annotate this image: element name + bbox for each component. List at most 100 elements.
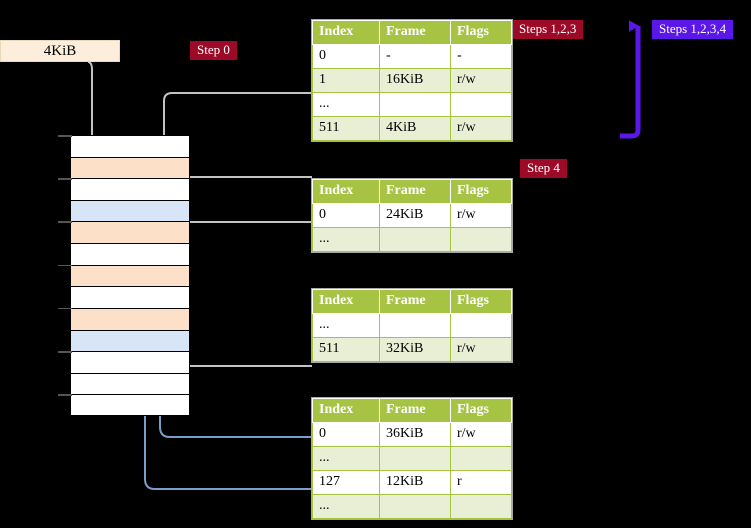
table-cell: 1: [312, 68, 380, 93]
table-cell: [379, 227, 451, 252]
memory-tick: [58, 351, 72, 353]
memory-row: [70, 307, 190, 330]
memory-row: [70, 178, 190, 200]
column-header-flags: Flags: [450, 398, 512, 423]
memory-row: [70, 243, 190, 265]
memory-row: [70, 329, 190, 352]
table-cell: r/w: [450, 116, 512, 141]
table-cell: ...: [312, 92, 380, 117]
column-header-flags: Flags: [450, 289, 512, 314]
table-cell: [450, 494, 512, 519]
memory-tick: [58, 307, 72, 310]
memory-column-ticks: [58, 135, 72, 416]
table-cell: 511: [312, 116, 380, 141]
table-row: ...: [312, 446, 512, 471]
table-cell: [379, 313, 451, 338]
table-cell: -: [379, 44, 451, 69]
table-cell: r/w: [450, 422, 512, 447]
wire-level2: [173, 221, 312, 266]
table-cell: 36KiB: [379, 422, 451, 447]
badge-step-4-label: Step 4: [527, 160, 560, 175]
table-cell: 0: [312, 203, 380, 228]
memory-row: [70, 372, 190, 395]
table-row: ...: [312, 227, 512, 252]
table-row: ...: [312, 313, 512, 338]
table-row: ...: [312, 92, 512, 117]
badge-step-0: Step 0: [190, 41, 237, 60]
table-cell: [450, 92, 512, 117]
table-cell: 0: [312, 422, 380, 447]
badge-step-4: Step 4: [520, 159, 567, 178]
column-header-frame: Frame: [379, 289, 451, 314]
badge-step-0-label: Step 0: [197, 42, 230, 57]
column-header-index: Index: [312, 179, 380, 204]
black-connectors: [190, 145, 312, 367]
table-cell: [450, 313, 512, 338]
memory-row: [70, 135, 190, 157]
table-cell: 24KiB: [379, 203, 451, 228]
memory-row: [70, 351, 190, 373]
column-header-index: Index: [312, 289, 380, 314]
column-header-index: Index: [312, 398, 380, 423]
table-cell: r/w: [450, 203, 512, 228]
table-cell: r/w: [450, 68, 512, 93]
table-cell: 32KiB: [379, 337, 451, 362]
memory-tick: [58, 264, 72, 267]
table-cell: ...: [312, 446, 380, 471]
table-cell: ...: [312, 313, 380, 338]
table-cell: r: [450, 470, 512, 495]
memory-row: [70, 394, 190, 416]
table-cell: [379, 446, 451, 471]
table-cell: 4KiB: [379, 116, 451, 141]
memory-row: [70, 156, 190, 179]
table-cell: 511: [312, 337, 380, 362]
table-row: ...: [312, 494, 512, 519]
table-cell: ...: [312, 227, 380, 252]
badge-steps-1234-label: Steps 1,2,3,4: [659, 21, 727, 36]
size-box-4kib: 4KiB: [0, 40, 120, 62]
column-header-frame: Frame: [379, 20, 451, 45]
badge-steps-123-label: Steps 1,2,3: [519, 21, 577, 36]
memory-tick: [58, 178, 72, 180]
table-cell: 16KiB: [379, 68, 451, 93]
memory-tick: [58, 135, 72, 137]
table-cell: [379, 92, 451, 117]
table-cell: 127: [312, 470, 380, 495]
column-header-flags: Flags: [450, 20, 512, 45]
table-cell: 12KiB: [379, 470, 451, 495]
table-cell: -: [450, 44, 512, 69]
memory-row: [70, 221, 190, 244]
column-header-frame: Frame: [379, 398, 451, 423]
size-box-label: 4KiB: [43, 43, 77, 59]
badge-steps-1234: Steps 1,2,3,4: [652, 20, 734, 39]
memory-row: [70, 199, 190, 222]
table-cell: [450, 227, 512, 252]
wire-level1-hook: [169, 148, 312, 188]
badge-steps-123: Steps 1,2,3: [512, 20, 584, 39]
memory-column: [70, 135, 190, 416]
table-cell: ...: [312, 494, 380, 519]
memory-row: [70, 286, 190, 308]
column-header-flags: Flags: [450, 179, 512, 204]
memory-tick: [58, 394, 72, 396]
table-cell: 0: [312, 44, 380, 69]
table-cell: [379, 494, 451, 519]
memory-row: [70, 264, 190, 287]
table-row: 0--: [312, 44, 512, 69]
column-header-frame: Frame: [379, 179, 451, 204]
